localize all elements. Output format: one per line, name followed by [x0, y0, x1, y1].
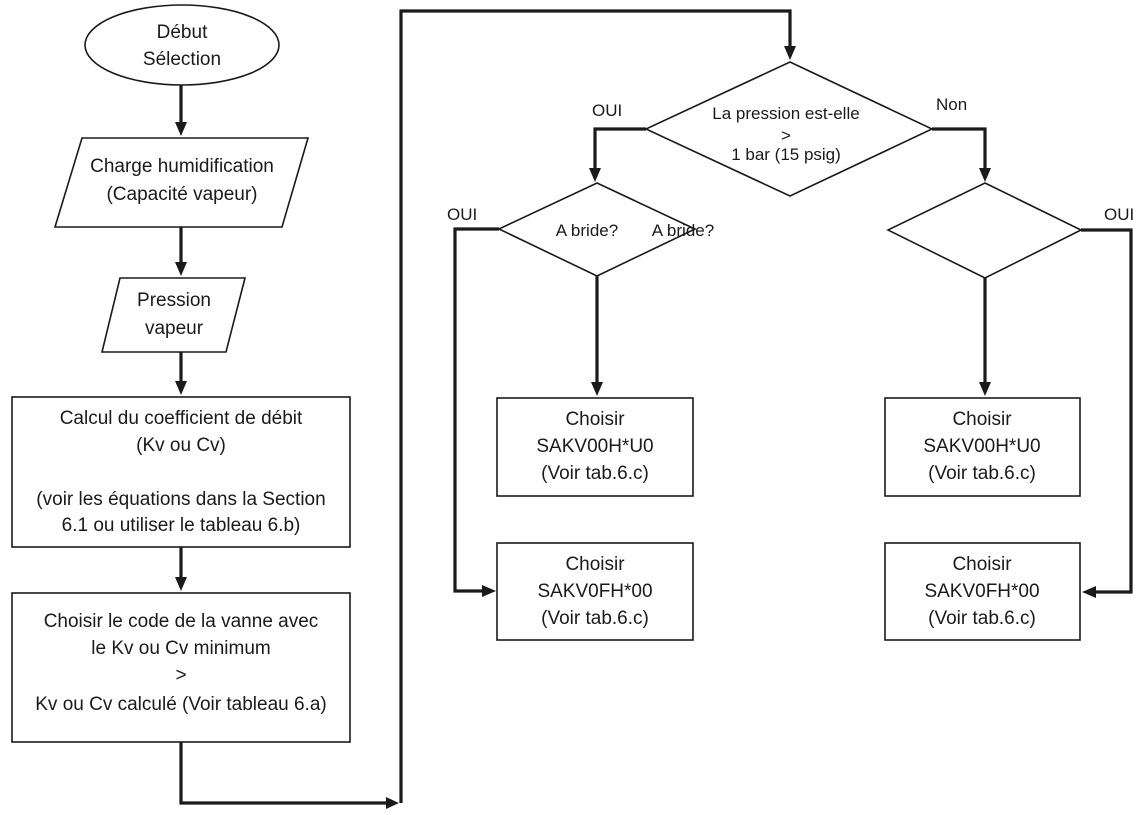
box-left-bottom: [496, 542, 694, 641]
connector-non-right-diamond: [932, 127, 987, 168]
choisir-code-label-line3: >: [175, 665, 186, 686]
charge-label-line2: (Capacité vapeur): [106, 184, 257, 205]
connector-left-oui-box: [453, 227, 499, 593]
box-left-top: [496, 397, 694, 497]
arrowhead-left-diamond: [589, 168, 601, 182]
box-right-bottom: [884, 542, 1081, 641]
arrowhead-right-top-box: [979, 382, 991, 396]
arrowhead-left-bottom-box: [482, 585, 496, 597]
arrowhead-right-bottom-box: [1082, 586, 1096, 598]
connector-right-oui-box: [1081, 228, 1133, 594]
label-non-top: Non: [936, 95, 967, 114]
box-right-bottom-line1: Choisir: [952, 554, 1012, 575]
arrowhead-bottom-right: [386, 797, 399, 809]
box-left-bottom-line1: Choisir: [565, 554, 625, 575]
box-left-bottom-line3: (Voir tab.6.c): [541, 608, 649, 629]
label-oui-top: OUI: [592, 101, 622, 120]
pression-label-line1: Pression: [137, 290, 211, 311]
arrowhead-charge-pression: [175, 262, 187, 276]
connector-choisir-bottom: [179, 742, 386, 805]
calcul-label-line2: (Kv ou Cv): [136, 435, 226, 456]
pression-decision-line1: La pression est-elle: [712, 104, 859, 123]
pression-input-shape: [100, 277, 247, 353]
box-right-top: [884, 397, 1081, 497]
box-right-top-line3: (Voir tab.6.c): [928, 463, 1036, 484]
arrowhead-pression-calcul: [175, 381, 187, 395]
choisir-code-label-line1: Choisir le code de la vanne avec: [44, 611, 319, 632]
box-right-bottom-line3: (Voir tab.6.c): [928, 608, 1036, 629]
bride-right-decision-diamond: [886, 182, 1083, 279]
charge-input-shape: [53, 137, 310, 228]
arrowhead-left-top-box: [591, 382, 603, 396]
start-terminal: [84, 4, 280, 86]
box-left-top-line2: SAKV00H*U0: [536, 436, 653, 457]
choisir-code-label-line2: le Kv ou Cv minimum: [91, 638, 271, 659]
calcul-label-line3: (voir les équations dans la Section: [36, 489, 325, 510]
arrowhead-right-diamond: [979, 168, 991, 182]
calcul-label-line1: Calcul du coefficient de débit: [60, 408, 303, 429]
box-right-top-line2: SAKV00H*U0: [923, 436, 1040, 457]
pression-decision-diamond: [644, 61, 934, 197]
label-oui-left: OUI: [447, 205, 477, 224]
label-oui-right: OUI: [1104, 205, 1134, 224]
pression-label-line2: vapeur: [145, 318, 204, 339]
connector-return-top: [399, 9, 792, 803]
pression-decision-line2: >: [781, 126, 791, 145]
arrowhead-start-charge: [175, 122, 187, 136]
box-right-bottom-line2: SAKV0FH*00: [924, 581, 1039, 602]
calcul-process-box: [11, 396, 351, 548]
pression-decision-line3: 1 bar (15 psig): [731, 145, 841, 164]
arrowhead-top-diamond: [784, 46, 796, 60]
start-label-line1: Début: [157, 22, 208, 43]
box-left-top-line3: (Voir tab.6.c): [541, 463, 649, 484]
calcul-label-line4: 6.1 ou utiliser le tableau 6.b): [62, 515, 301, 536]
charge-label-line1: Charge humidification: [90, 156, 274, 177]
box-left-top-line1: Choisir: [565, 409, 625, 430]
bride-left-decision-text2: A bride?: [652, 221, 714, 240]
box-right-top-line1: Choisir: [952, 409, 1012, 430]
start-label-line2: Sélection: [143, 49, 221, 70]
box-left-bottom-line2: SAKV0FH*00: [537, 581, 652, 602]
bride-left-decision-text1: A bride?: [556, 221, 618, 240]
connector-oui-left-diamond: [593, 127, 646, 168]
arrowhead-calcul-choisir: [175, 577, 187, 591]
choisir-code-label-line4: Kv ou Cv calculé (Voir tableau 6.a): [35, 694, 327, 715]
